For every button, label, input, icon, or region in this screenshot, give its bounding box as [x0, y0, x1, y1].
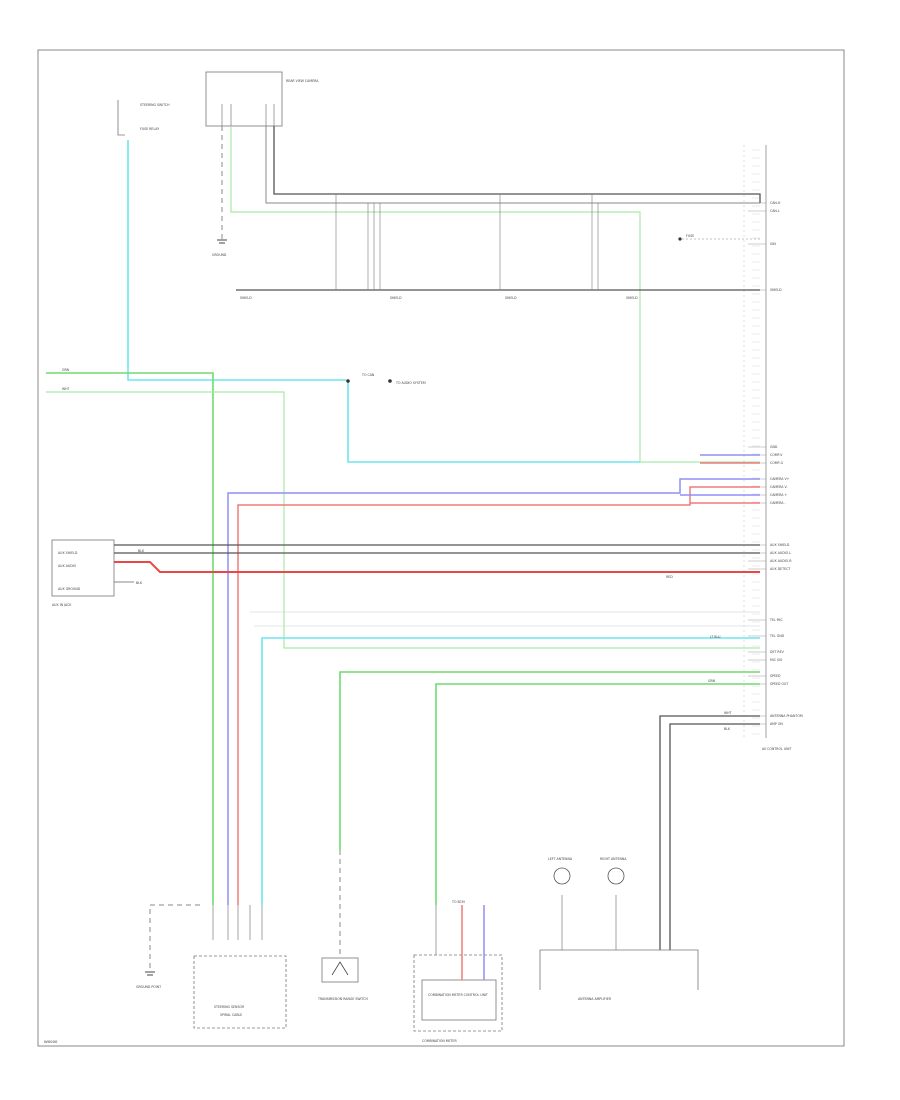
ground-point: GROUND POINT	[136, 904, 200, 989]
to-can-junction: TO CAN TO AUDIO SYSTEM	[346, 373, 426, 385]
combination-meter-top-label: TO BCM	[451, 900, 465, 904]
code-wht: WHT	[724, 711, 732, 715]
unit-pin-label: CAMERA -	[770, 501, 786, 505]
spiral-cable-label: SPIRAL CABLE	[220, 1013, 242, 1017]
speed-wire	[339, 671, 760, 850]
aux-in-jack: AUX SHIELD AUX AUDIO AUX GROUND AUX IN J…	[51, 539, 115, 607]
ground-symbol-camera: GROUND	[212, 126, 227, 257]
fuse-label: FUSE	[686, 234, 694, 238]
cable-code-3: SHIELD	[505, 296, 517, 300]
fuse-relay-label: FUSE RELAY	[140, 127, 159, 131]
unit-pin-label: AUX AUDIO-L	[770, 551, 791, 555]
unit-pin-list: CAN-H CAN-L IGN SHIELD GND COMP-V COMP-G CAMERA…	[748, 149, 803, 735]
feed-label-grn: GRN	[62, 368, 70, 372]
transmission-switch-label: TRANSMISSION RANGE SWITCH	[317, 997, 368, 1001]
unit-pin-label: COMP-V	[770, 453, 783, 457]
combination-meter: TO BCM COMBINATION METER CONTROL UNIT CO…	[413, 900, 503, 1043]
av-control-unit-label: AV CONTROL UNIT	[762, 747, 791, 751]
code-ltgrn: GRN	[708, 679, 716, 683]
speed-out-wire	[435, 683, 760, 905]
unit-pin-label: CAN-H	[770, 201, 781, 205]
steering-switch-top: STEERING SWITCH FUSE RELAY	[117, 100, 170, 136]
rear-view-camera: REAR VIEW CAMERA	[205, 71, 319, 127]
unit-pin-label: MIC SIG	[770, 658, 783, 662]
unit-pin-label: CAMERA V-	[770, 485, 788, 489]
unit-pin-label: IGN	[770, 242, 776, 246]
steering-sensor-cyan-wire	[261, 637, 760, 905]
aux-ground-code: BLK	[136, 581, 143, 585]
unit-pin-label: ANTENNA PHANTOM	[770, 714, 803, 718]
unit-pin-label: DET REV	[770, 650, 785, 654]
can-h2-wire	[265, 126, 760, 204]
right-antenna-label: RIGHT ANTENNA	[600, 857, 627, 861]
cable-code-4: SHIELD	[626, 296, 638, 300]
steering-switch-cyan-wire	[127, 140, 346, 381]
code-blk: BLK	[724, 727, 731, 731]
camera-red-wire	[237, 486, 760, 905]
unit-pin-label: CAMERA +	[770, 493, 787, 497]
camera-blue-wire	[227, 478, 760, 905]
antenna-phantom-wire	[659, 715, 760, 950]
aux-row-audio: AUX AUDIO	[58, 564, 77, 568]
unit-pin-label: CAMERA V+	[770, 477, 790, 481]
aux-code-red: RED	[666, 575, 673, 579]
aux-row-shield: AUX SHIELD	[58, 551, 78, 555]
ground-point-label: GROUND POINT	[136, 985, 161, 989]
aux-code-blk: BLK	[138, 549, 145, 553]
unit-pin-label: AUX DETECT	[770, 567, 790, 571]
unit-pin-label: SHIELD	[770, 288, 782, 292]
green-feed-wire	[46, 372, 214, 905]
unit-pin-label: CAN-L	[770, 209, 780, 213]
unit-pin-label: AUX SHIELD	[770, 543, 790, 547]
cable-code-2: SHIELD	[390, 296, 402, 300]
unit-pin-label: AUX AUDIO-R	[770, 559, 792, 563]
cyan-to-unit-wire	[347, 382, 640, 463]
antenna-amplifier: ANTENNA AMPLIFIER LEFT ANTENNA RIGHT ANT…	[539, 857, 699, 1001]
to-can-label: TO CAN	[361, 373, 375, 377]
aux-row-ground: AUX GROUND	[58, 587, 81, 591]
combination-meter-sub-label: COMBINATION METER CONTROL UNIT	[428, 993, 488, 997]
unit-pin-label: GND	[770, 445, 778, 449]
amp-on-wire	[669, 723, 760, 950]
green-camera-signal-wire	[230, 126, 760, 463]
spiral-cable: STEERING SENSOR SPIRAL CABLE	[193, 905, 287, 1029]
unit-pin-label: TEL GND	[769, 634, 785, 638]
can-h-wire	[273, 126, 761, 203]
antenna-amp-label: ANTENNA AMPLIFIER	[578, 997, 612, 1001]
unit-pin-label: SPEED	[770, 674, 781, 678]
aux-in-jack-label: AUX IN JACK	[52, 603, 72, 607]
frame-code: W0000	[44, 1039, 58, 1044]
rear-view-camera-label: REAR VIEW CAMERA	[286, 79, 319, 83]
diagram-frame	[37, 49, 845, 1047]
av-control-unit: CAN-H CAN-L IGN SHIELD GND COMP-V COMP-G CAMERA…	[743, 145, 803, 751]
unit-pin-label: AMP ON	[770, 722, 783, 726]
unit-pin-label: TEL MIC	[769, 618, 783, 622]
unit-pin-label: COMP-G	[770, 461, 784, 465]
combination-meter-label: COMBINATION METER	[422, 1039, 457, 1043]
steering-sensor-label: STEERING SENSOR	[214, 1005, 245, 1009]
feed-label-wht: WHT	[62, 387, 70, 391]
white-feed-wire	[46, 391, 760, 649]
steering-switch-label: STEERING SWITCH	[140, 103, 170, 107]
ground-camera-label: GROUND	[212, 253, 227, 257]
to-audio-label: TO AUDIO SYSTEM	[395, 381, 426, 385]
left-antenna-label: LEFT ANTENNA	[548, 857, 573, 861]
unit-pin-label: SPEED OUT	[770, 682, 788, 686]
code-ltblu: LT BLU	[710, 635, 721, 639]
ign-feed: FUSE	[678, 234, 760, 241]
cable-code-1: SHIELD	[240, 296, 252, 300]
aux-audio-r-wire	[114, 561, 760, 573]
transmission-range-switch: TRANSMISSION RANGE SWITCH	[317, 850, 368, 1001]
